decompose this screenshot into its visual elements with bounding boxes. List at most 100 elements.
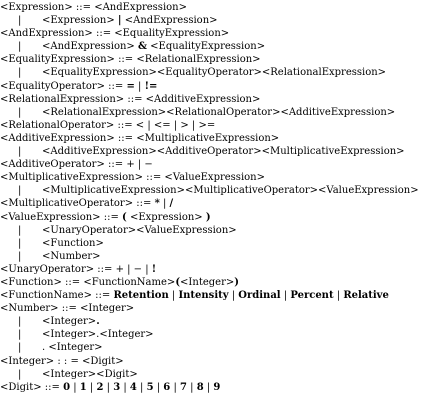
terminal-symbol: 8 (196, 381, 204, 393)
rule-text: <AdditiveExpression> ::= <Multiplicative… (0, 132, 280, 144)
rule-text: <Integer> : : = <Digit> (0, 355, 124, 367)
grammar-rule-line: <Number> ::= <Integer> (0, 302, 431, 315)
rule-text: | (134, 80, 145, 92)
rule-text: <Expression> (42, 15, 118, 27)
grammar-listing: <Expression> ::= <AndExpression>|<Expres… (0, 1, 431, 394)
alternative-bar: | (18, 329, 22, 341)
rule-text: <RelationalOperator> ::= < | <= | > | >= (0, 119, 216, 131)
grammar-rule-line: <Expression> ::= <AndExpression> (0, 1, 431, 14)
rule-text: | (333, 290, 344, 302)
rule-text: <UnaryOperator><ValueExpression> (42, 224, 237, 236)
grammar-rule-line: <Function> ::= <FunctionName>(<Integer>) (0, 276, 431, 289)
grammar-alternative-line: |<Expression> | <AndExpression> (0, 14, 431, 27)
rule-text: | (186, 381, 197, 393)
alternative-bar: | (18, 185, 22, 197)
grammar-rule-line: <EqualityOperator> ::= = | != (0, 80, 431, 93)
terminal-symbol: 7 (180, 381, 187, 393)
rule-text: <AndExpression> (42, 41, 138, 53)
terminal-symbol: Percent (290, 290, 334, 302)
rule-text: <Integer><Digit> (42, 368, 138, 380)
rule-text: <Expression> (126, 211, 206, 223)
rule-text: <Integer>.<Integer> (42, 329, 154, 341)
alternative-bar: | (18, 368, 22, 380)
alternative-bar: | (18, 41, 22, 53)
grammar-alternative-line: | <Function> (0, 237, 431, 250)
rule-text: <Integer> (42, 316, 97, 328)
grammar-rule-line: <FunctionName> ::= Retention | Intensity… (0, 289, 431, 302)
grammar-rule-line: <AdditiveOperator> ::= + | − (0, 158, 431, 171)
grammar-alternative-line: |<Number> (0, 250, 431, 263)
grammar-alternative-line: | <AndExpression> & <EqualityExpression> (0, 40, 431, 53)
rule-text: <AdditiveExpression><AdditiveOperator><M… (42, 146, 405, 158)
terminal-symbol: | (117, 15, 122, 27)
rule-text: <EqualityExpression> (147, 41, 266, 53)
grammar-rule-line: <EqualityExpression> ::= <RelationalExpr… (0, 53, 431, 66)
rule-text: | (203, 381, 214, 393)
rule-text: <MultiplicativeOperator> ::= (0, 198, 155, 210)
terminal-symbol: 9 (213, 381, 221, 393)
alternative-bar: | (18, 15, 22, 27)
rule-text: | (86, 381, 97, 393)
rule-text: <MultiplicativeExpression> ::= <ValueExp… (0, 172, 265, 184)
rule-text: | (136, 381, 147, 393)
rule-text: <ValueExpression> ::= (0, 211, 123, 223)
grammar-rule-line: <AdditiveExpression> ::= <Multiplicative… (0, 132, 431, 145)
terminal-symbol: ! (151, 263, 157, 275)
alternative-bar: | (18, 67, 22, 79)
terminal-symbol: 2 (96, 381, 104, 393)
rule-text: | (170, 381, 180, 393)
rule-text: | (280, 290, 291, 302)
alternative-bar: | (18, 250, 22, 262)
terminal-symbol: ) (234, 276, 239, 288)
grammar-rule-line: <AndExpression> ::= <EqualityExpression> (0, 27, 431, 40)
grammar-rule-line: <MultiplicativeOperator> ::= * | / (0, 197, 431, 210)
grammar-alternative-line: | <AdditiveExpression><AdditiveOperator><… (0, 145, 431, 158)
rule-text: <AndExpression> ::= <EqualityExpression> (0, 28, 230, 40)
rule-text: | (168, 290, 179, 302)
grammar-rule-line: <Integer> : : = <Digit> (0, 355, 431, 368)
grammar-alternative-line: |<EqualityExpression><EqualityOperator><… (0, 66, 431, 79)
rule-text: <Function> ::= <FunctionName> (0, 276, 176, 288)
grammar-rule-line: <MultiplicativeExpression> ::= <ValueExp… (0, 171, 431, 184)
terminal-symbol: . (96, 316, 100, 328)
rule-text: <EqualityOperator> ::= (0, 80, 127, 92)
rule-text: | (228, 290, 239, 302)
terminal-symbol: ( (122, 211, 127, 223)
alternative-bar: | (18, 237, 22, 249)
alternative-bar: | (18, 146, 22, 158)
terminal-symbol: * (154, 198, 160, 210)
grammar-alternative-line: |<RelationalExpression><RelationalOperat… (0, 106, 431, 119)
terminal-symbol: ( (175, 276, 181, 288)
grammar-alternative-line: | <Integer>. (0, 315, 431, 328)
grammar-rule-line: <Digit> ::= 0 | 1 | 2 | 3 | 4 | 5 | 6 | … (0, 381, 431, 394)
terminal-symbol: & (137, 41, 147, 53)
alternative-bar: | (18, 224, 22, 236)
terminal-symbol: 5 (146, 381, 154, 393)
terminal-symbol: Ordinal (238, 290, 281, 302)
alternative-bar: | (18, 316, 22, 328)
rule-text: | (153, 381, 164, 393)
rule-text: <FunctionName> ::= (0, 290, 114, 302)
terminal-symbol: Retention (113, 290, 169, 302)
alternative-bar: | (18, 342, 22, 354)
rule-text: <Expression> ::= <AndExpression> (0, 2, 187, 13)
terminal-symbol: Relative (343, 290, 389, 302)
terminal-symbol: != (144, 80, 158, 92)
rule-text: <AdditiveOperator> ::= + | − (0, 159, 153, 171)
grammar-alternative-line: | <UnaryOperator><ValueExpression> (0, 224, 431, 237)
rule-text: . <Integer> (42, 342, 103, 354)
rule-text: <Function> (42, 237, 104, 249)
terminal-symbol: Intensity (178, 290, 229, 302)
rule-text: <Digit> ::= (0, 381, 64, 393)
grammar-rule-line: <RelationalOperator> ::= < | <= | > | >= (0, 119, 431, 132)
rule-text: | (103, 381, 114, 393)
grammar-alternative-line: | <Integer>.<Integer> (0, 328, 431, 341)
rule-text: <RelationalExpression> ::= <AdditiveExpr… (0, 93, 261, 105)
grammar-rule-line: <UnaryOperator> ::= + | − | ! (0, 263, 431, 276)
alternative-bar: | (18, 106, 22, 118)
terminal-symbol: 4 (129, 381, 137, 393)
terminal-symbol: = (126, 80, 135, 92)
grammar-alternative-line: | . <Integer> (0, 341, 431, 354)
grammar-rule-line: <RelationalExpression> ::= <AdditiveExpr… (0, 93, 431, 106)
terminal-symbol: / (169, 198, 174, 210)
